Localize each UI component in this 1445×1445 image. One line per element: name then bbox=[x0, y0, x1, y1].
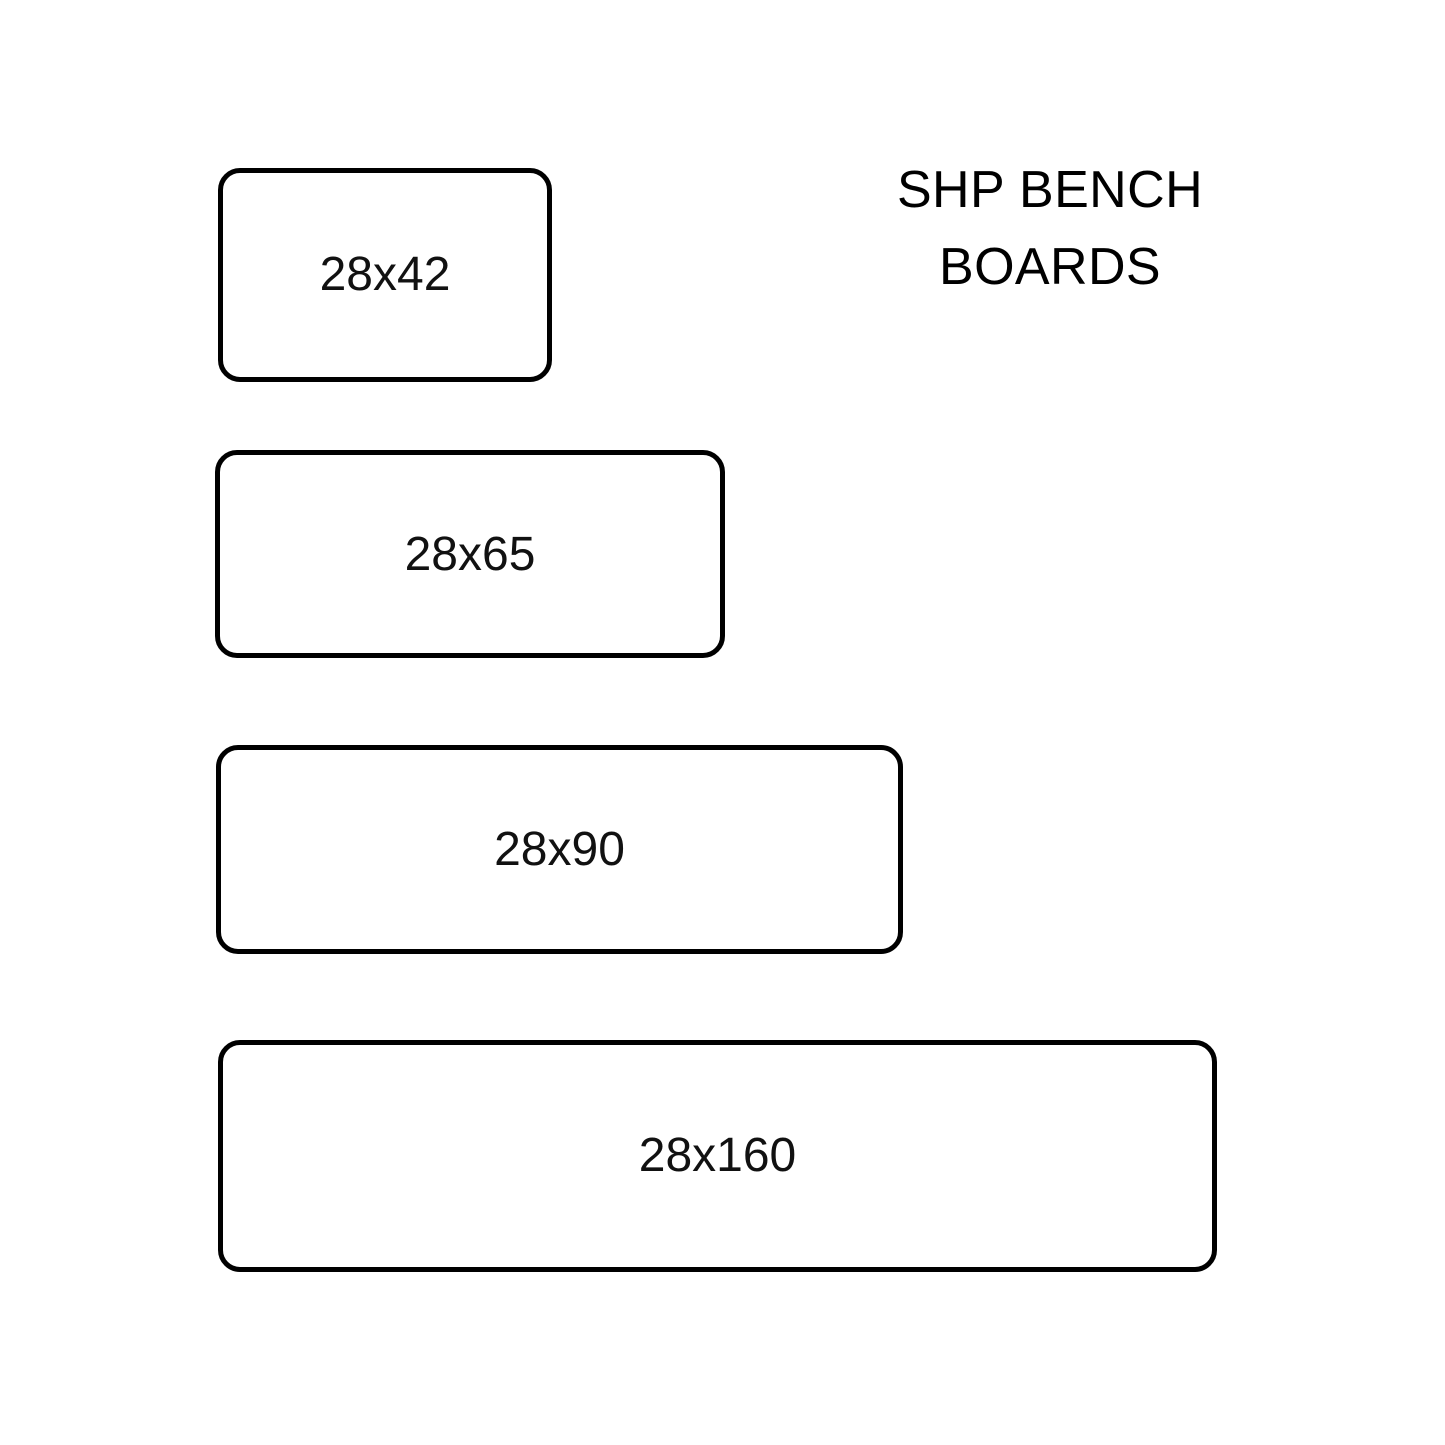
board-label-28x65: 28x65 bbox=[404, 528, 536, 581]
board-shape-28x160[interactable]: 28x160 bbox=[218, 1040, 1217, 1272]
board-shape-28x42[interactable]: 28x42 bbox=[218, 168, 552, 382]
board-label-28x160: 28x160 bbox=[638, 1129, 797, 1182]
board-shape-28x90[interactable]: 28x90 bbox=[216, 745, 903, 954]
diagram-title: SHP BENCH BOARDS bbox=[896, 161, 1204, 296]
board-shape-28x65[interactable]: 28x65 bbox=[215, 450, 725, 658]
board-label-28x90: 28x90 bbox=[494, 823, 625, 876]
board-label-28x42: 28x42 bbox=[319, 248, 451, 301]
